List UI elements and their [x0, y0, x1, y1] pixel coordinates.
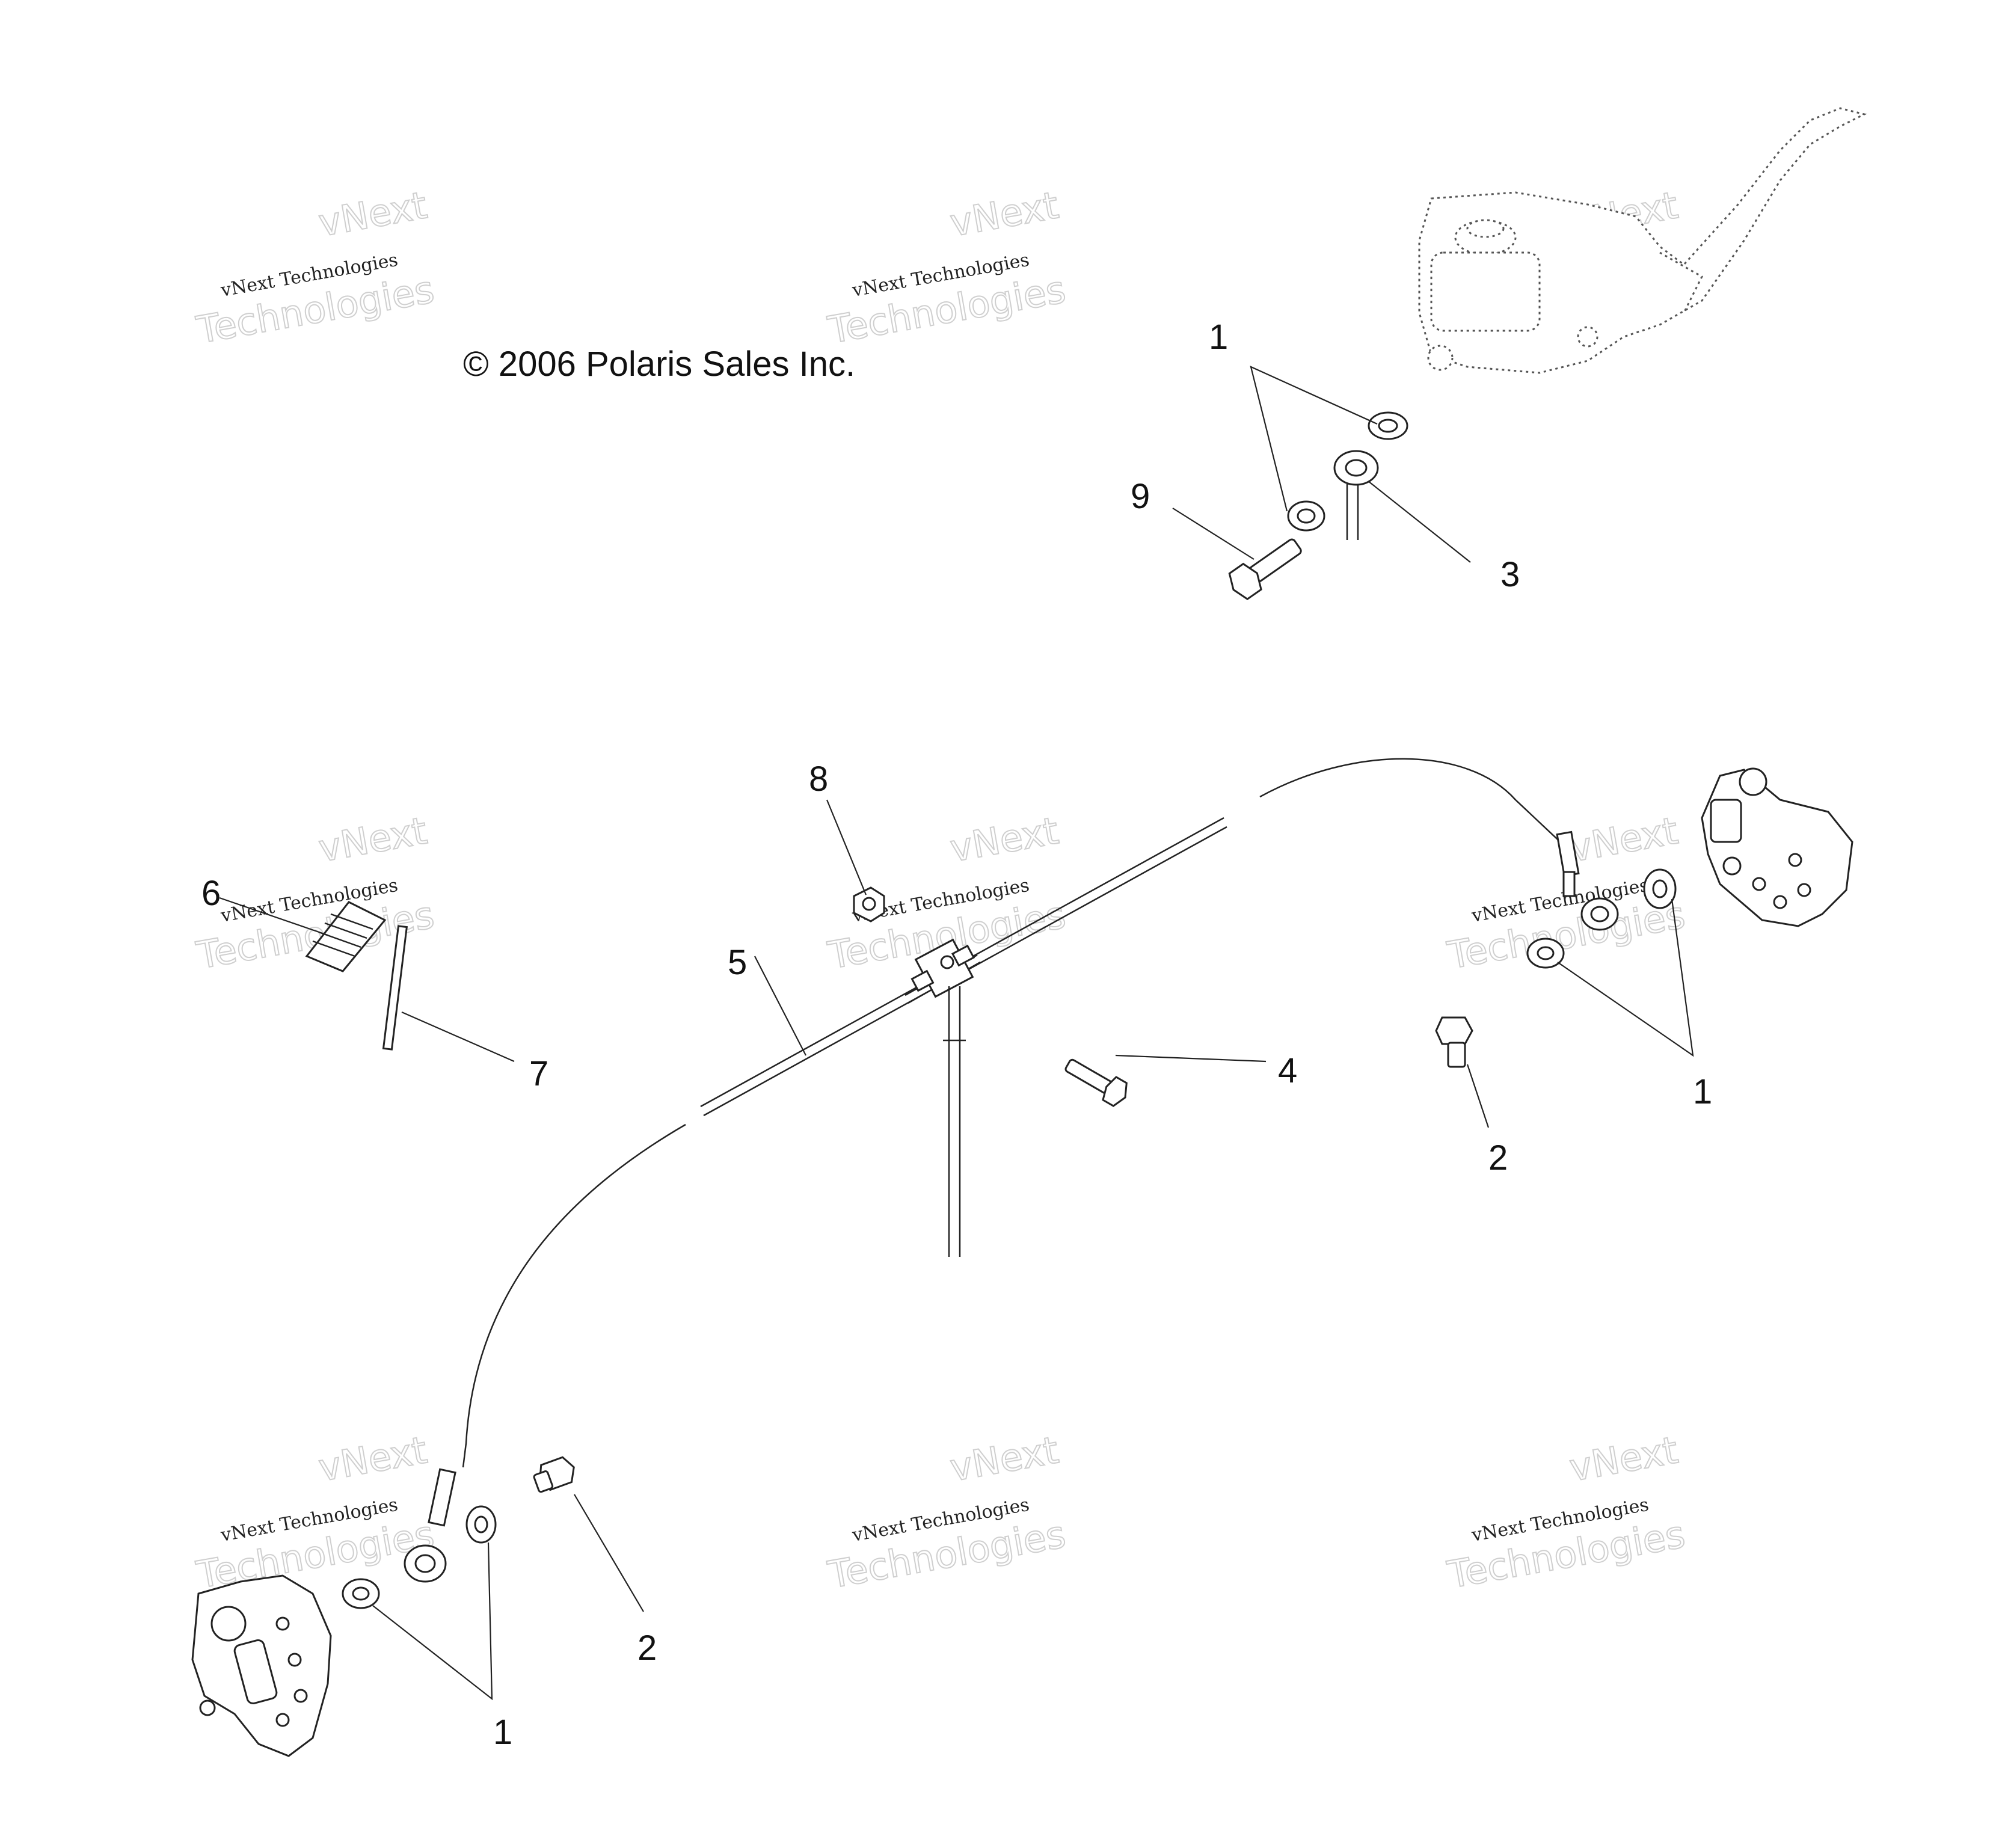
left-end-fitting	[404, 1468, 456, 1583]
leader-1-left	[372, 1542, 493, 1701]
watermark-big-1: vNext	[947, 1428, 1061, 1490]
leader-1-top	[1250, 366, 1378, 512]
leader-9	[1172, 508, 1254, 560]
brake-line-right	[1259, 758, 1567, 849]
watermark: vNext vNext Technologies Technologies	[192, 1427, 438, 1597]
callout-5: 5	[728, 943, 747, 982]
leader-2-right	[1466, 1064, 1490, 1128]
caliper-bolt	[1435, 1016, 1473, 1068]
leaders-top	[1172, 366, 1471, 563]
bracket-bolt	[1064, 1058, 1128, 1107]
callout-9: 9	[1131, 477, 1150, 516]
watermark: vNext vNext Technologies Technologies	[1443, 1427, 1689, 1597]
callout-2-left: 2	[637, 1629, 657, 1668]
watermark-big-1: vNext	[947, 183, 1061, 245]
washer-inner	[352, 1586, 370, 1601]
leader-7	[401, 1011, 515, 1063]
watermark-big-1: vNext	[947, 808, 1061, 870]
leader-4	[1115, 1054, 1267, 1063]
callout-7: 7	[529, 1054, 548, 1093]
leader-3	[1368, 480, 1471, 563]
washer-inner	[1378, 419, 1398, 433]
right-end-fitting	[1556, 830, 1619, 931]
washer-inner	[474, 1515, 488, 1533]
callout-3: 3	[1500, 555, 1520, 594]
caliper-left	[191, 1574, 332, 1757]
washer-inner	[1537, 946, 1555, 960]
washer-inner	[1297, 508, 1316, 524]
washer-inner	[1652, 879, 1668, 898]
watermark-big-1: vNext	[1566, 808, 1681, 870]
caliper-right	[1701, 767, 1853, 927]
leader-2-left	[574, 1494, 644, 1612]
watermark: vNext vNext Technologies Technologies	[824, 1427, 1069, 1597]
watermark: vNext vNext Technologies Technologies	[192, 182, 438, 352]
nut	[853, 886, 885, 922]
top-hardware	[1228, 411, 1408, 601]
callout-1-top: 1	[1209, 318, 1228, 357]
leader-6	[219, 897, 328, 936]
watermark-big-1: vNext	[1566, 1428, 1681, 1490]
spring	[305, 901, 387, 972]
watermark-big-1: vNext	[315, 808, 430, 870]
tee-fitting	[911, 938, 975, 998]
callout-numbers: 1 9 3 8 6 5 7 4 1 2 2 1	[201, 318, 1712, 1752]
callout-1-left: 1	[493, 1713, 512, 1752]
watermark: vNext vNext Technologies Technologies	[824, 182, 1069, 352]
callout-6: 6	[201, 874, 221, 913]
master-cylinder	[1418, 107, 1867, 374]
callout-4: 4	[1278, 1051, 1297, 1090]
copyright-text: © 2006 Polaris Sales Inc.	[463, 345, 855, 384]
watermark-group: vNext vNext Technologies Technologies vN…	[192, 182, 1689, 1597]
right-hardware	[1435, 868, 1677, 1068]
leader-1-right	[1557, 898, 1694, 1057]
watermark-big-1: vNext	[315, 183, 430, 245]
banjo-fitting-inner	[1345, 459, 1368, 477]
watermark-big-1: vNext	[315, 1428, 430, 1490]
caliper-bolt	[533, 1456, 575, 1493]
callout-8: 8	[809, 760, 828, 799]
leader-8	[826, 799, 867, 895]
callout-2-right: 2	[1488, 1138, 1508, 1177]
callout-1-right: 1	[1693, 1072, 1712, 1111]
banjo-bolt	[1228, 538, 1302, 601]
leaders	[219, 799, 1694, 1701]
pin	[382, 925, 408, 1051]
leader-5	[754, 956, 806, 1056]
left-hardware	[342, 1456, 575, 1609]
brake-line-left	[462, 1123, 686, 1468]
brake-line	[404, 758, 1619, 1583]
